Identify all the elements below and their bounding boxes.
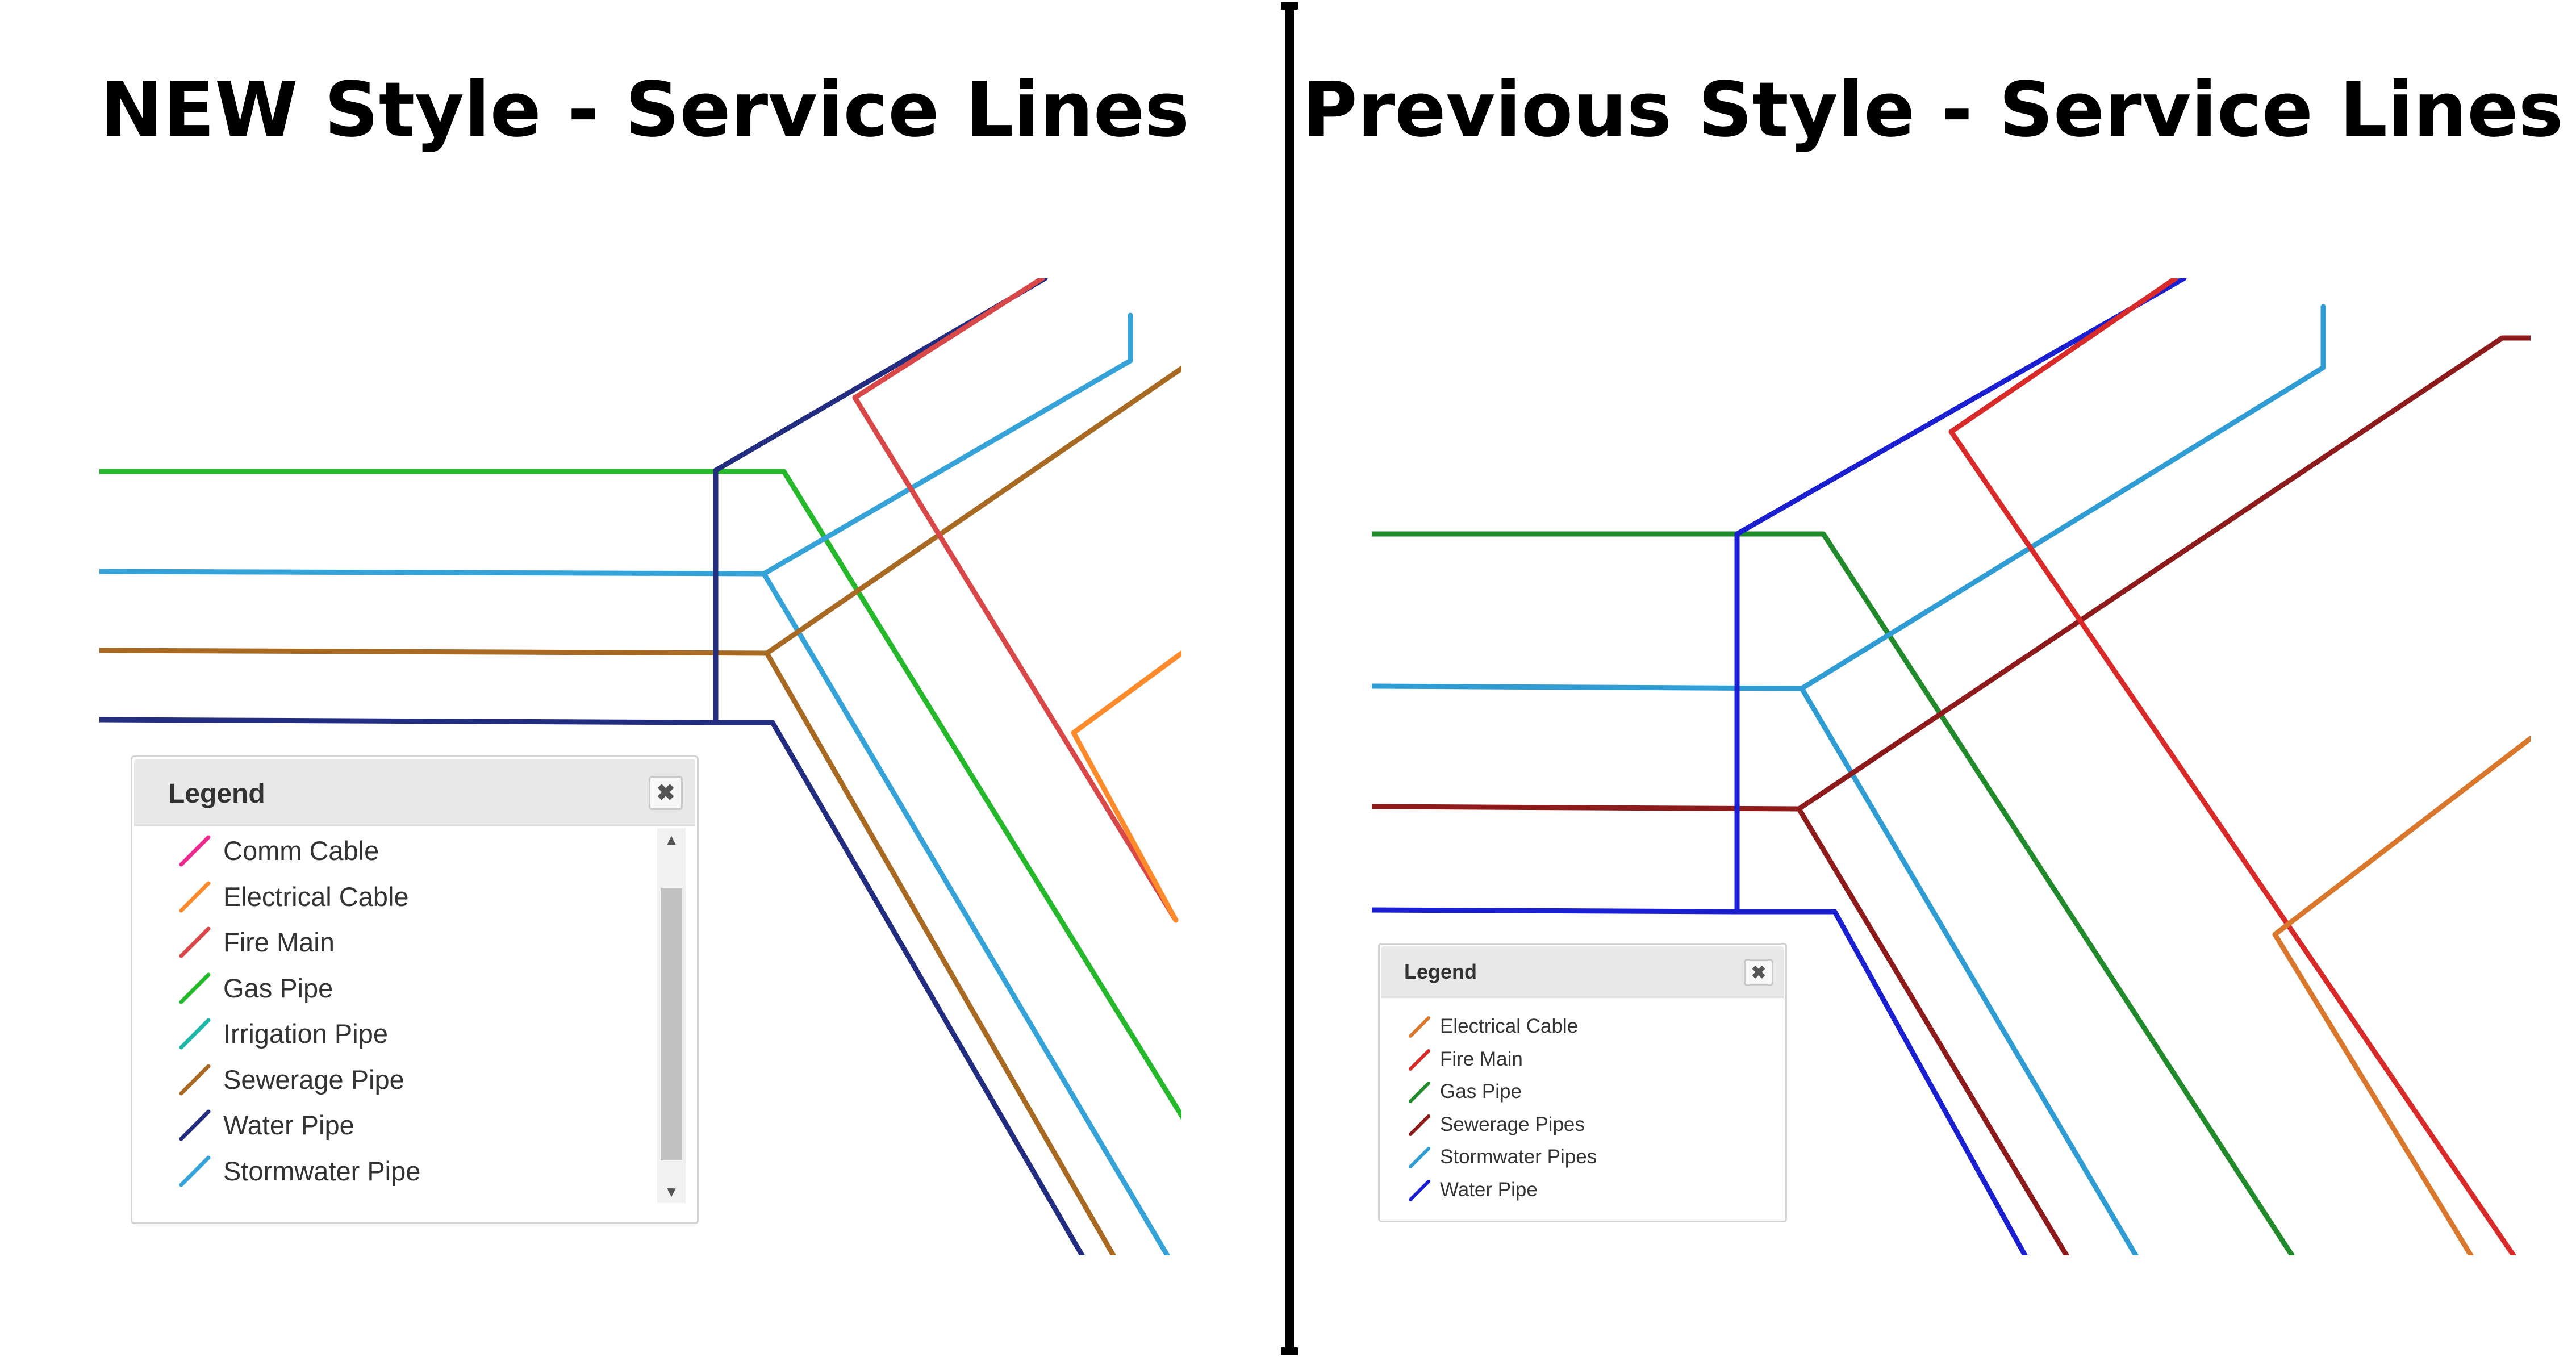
legend-item-label: Fire Main — [223, 927, 335, 957]
legend-item-comm-cable: Comm Cable — [178, 828, 609, 874]
legend-item-label: Water Pipe — [223, 1110, 354, 1140]
legend-list: Comm Cable Electrical Cable Fire Main Ga… — [178, 828, 609, 1194]
gas-pipe-swatch-icon — [179, 972, 211, 1004]
legend-header: Legend ✖ — [1381, 946, 1784, 998]
fire-main-swatch-icon — [1409, 1049, 1430, 1071]
gas-pipe-line[interactable] — [1372, 531, 2295, 1255]
gas-pipe-line[interactable] — [99, 469, 1181, 1125]
sewerage-pipe-line[interactable] — [99, 361, 1181, 656]
stormwater-pipes-line[interactable] — [1372, 304, 2326, 691]
previous-style-title: Previous Style - Service Lines — [1302, 66, 2564, 154]
fire-main-line[interactable] — [852, 278, 1179, 923]
fire-main-line[interactable] — [1948, 278, 2516, 1255]
fire-main-swatch-icon — [179, 926, 211, 958]
legend-item-label: Fire Main — [1440, 1047, 1523, 1070]
new-style-panel: NEW Style - Service Lines — [99, 66, 1190, 154]
sewerage-pipes-line[interactable] — [1372, 335, 2531, 812]
legend-title: Legend — [168, 779, 265, 809]
legend-item-fire-main: Fire Main — [178, 920, 609, 966]
water-pipe-swatch-icon — [179, 1109, 211, 1141]
legend-item-stormwater-pipes: Stormwater Pipes — [1408, 1141, 1749, 1174]
sewerage-pipe-swatch-icon — [179, 1064, 211, 1095]
legend-item-water-pipe: Water Pipe — [1408, 1174, 1749, 1206]
legend-item-label: Irrigation Pipe — [223, 1018, 388, 1049]
legend-item-label: Gas Pipe — [223, 972, 333, 1003]
legend-item-irrigation-pipe: Irrigation Pipe — [178, 1011, 609, 1057]
electrical-cable-swatch-icon — [1409, 1016, 1430, 1038]
legend-item-label: Stormwater Pipe — [223, 1155, 421, 1186]
electrical-cable-line[interactable] — [1071, 650, 1181, 923]
legend-item-label: Stormwater Pipes — [1440, 1146, 1597, 1168]
new-style-map[interactable] — [99, 278, 1181, 1255]
legend-panel-new: Legend ✖ Comm Cable Electrical Cable Fir… — [131, 755, 699, 1224]
legend-item-sewerage-pipe: Sewerage Pipe — [178, 1057, 609, 1103]
legend-item-sewerage-pipes: Sewerage Pipes — [1408, 1108, 1749, 1141]
scroll-down-arrow-icon[interactable]: ▼ — [664, 1183, 679, 1200]
legend-item-label: Comm Cable — [223, 836, 379, 866]
legend-item-label: Electrical Cable — [1440, 1015, 1579, 1037]
legend-item-label: Sewerage Pipes — [1440, 1113, 1585, 1135]
gas-pipe-swatch-icon — [1409, 1082, 1430, 1104]
legend-list: Electrical Cable Fire Main Gas Pipe Sewe… — [1408, 1010, 1749, 1206]
legend-scrollbar[interactable]: ▲ ▼ — [657, 828, 686, 1203]
legend-item-fire-main: Fire Main — [1408, 1043, 1749, 1076]
legend-item-label: Electrical Cable — [223, 881, 409, 912]
stormwater-pipes-line-south[interactable] — [1799, 686, 2139, 1255]
irrigation-pipe-swatch-icon — [179, 1018, 211, 1050]
stormwater-pipe-line[interactable] — [99, 312, 1133, 577]
legend-item-gas-pipe: Gas Pipe — [178, 966, 609, 1012]
sewerage-pipes-line-south[interactable] — [1796, 806, 2069, 1255]
legend-panel-previous: Legend ✖ Electrical Cable Fire Main Gas … — [1378, 943, 1787, 1222]
legend-item-label: Sewerage Pipe — [223, 1064, 404, 1095]
scrollbar-thumb[interactable] — [661, 888, 682, 1160]
legend-item-gas-pipe: Gas Pipe — [1408, 1075, 1749, 1108]
water-pipe-line[interactable] — [99, 278, 1048, 725]
stormwater-pipes-swatch-icon — [1409, 1147, 1430, 1169]
water-pipe-line[interactable] — [1372, 278, 2187, 915]
legend-item-stormwater-pipe: Stormwater Pipe — [178, 1149, 609, 1195]
sewerage-pipes-swatch-icon — [1409, 1114, 1430, 1136]
comm-cable-swatch-icon — [179, 835, 211, 867]
legend-item-electrical-cable: Electrical Cable — [178, 874, 609, 920]
electrical-cable-line[interactable] — [2272, 736, 2531, 1255]
legend-item-label: Water Pipe — [1440, 1178, 1538, 1201]
stormwater-pipe-line-south[interactable] — [761, 571, 1170, 1255]
panel-divider — [1281, 2, 1298, 1355]
water-pipe-line-south[interactable] — [713, 720, 1085, 1255]
new-style-title: NEW Style - Service Lines — [99, 66, 1190, 154]
legend-title: Legend — [1404, 960, 1477, 983]
legend-item-label: Gas Pipe — [1440, 1080, 1522, 1103]
previous-style-panel: Previous Style - Service Lines — [1289, 0, 2576, 1357]
stormwater-pipe-swatch-icon — [179, 1155, 211, 1187]
previous-style-map[interactable] — [1372, 278, 2531, 1255]
sewerage-pipe-line-south[interactable] — [764, 650, 1116, 1255]
electrical-cable-swatch-icon — [179, 881, 211, 912]
legend-item-electrical-cable: Electrical Cable — [1408, 1010, 1749, 1043]
close-x-icon[interactable]: ✖ — [1744, 959, 1773, 986]
scroll-up-arrow-icon[interactable]: ▲ — [664, 831, 679, 848]
close-x-icon[interactable]: ✖ — [649, 776, 683, 810]
water-pipe-line-south[interactable] — [1734, 909, 2028, 1255]
legend-item-water-pipe: Water Pipe — [178, 1103, 609, 1149]
water-pipe-swatch-icon — [1409, 1179, 1430, 1201]
legend-header: Legend ✖ — [134, 759, 695, 826]
